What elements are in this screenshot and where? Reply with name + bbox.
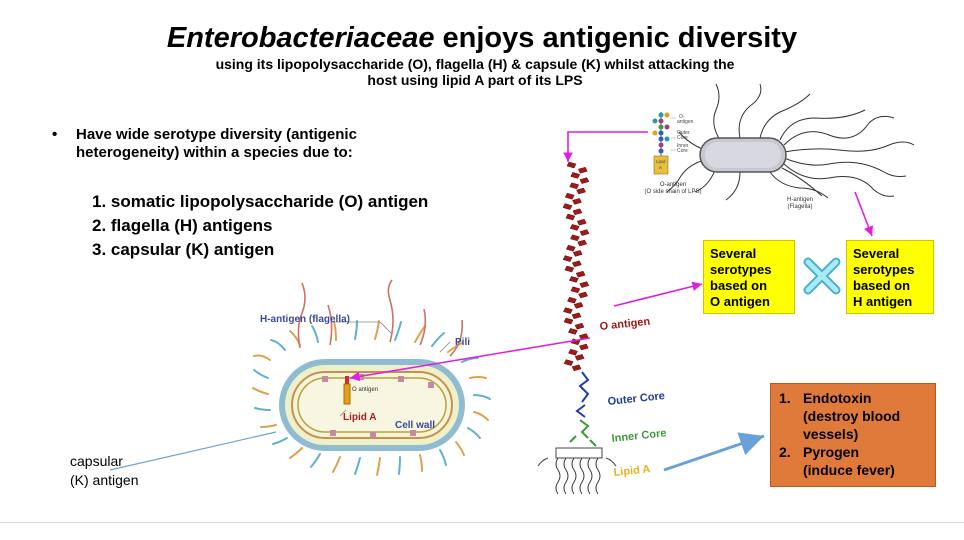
sugar-unit xyxy=(563,307,573,314)
bullet-icon: • xyxy=(52,126,58,143)
svg-text:O-: O- xyxy=(679,114,685,120)
bacterium-illustration xyxy=(252,279,491,476)
sugar-unit xyxy=(563,359,574,366)
lipid-a-label: Lipid A xyxy=(343,412,377,423)
sugar-unit xyxy=(562,255,573,262)
sugar-unit xyxy=(565,213,576,221)
sugar-unit xyxy=(564,192,575,200)
sugar-unit xyxy=(571,260,582,268)
sugar-unit xyxy=(578,343,589,351)
magenta-arrow-flagella xyxy=(854,191,874,237)
sugar-unit xyxy=(570,286,581,294)
inset-o-antigen-caption: O-antigen xyxy=(660,182,686,188)
sugar-unit xyxy=(567,296,577,304)
pili-label: Pili xyxy=(455,337,470,348)
capsular-antigen-label: capsular (K) antigen xyxy=(70,453,139,488)
sugar-unit xyxy=(570,172,581,179)
sugar-unit xyxy=(571,312,582,320)
svg-text:Inner: Inner xyxy=(677,143,689,149)
magenta-arrow-to-bacterium xyxy=(349,337,591,382)
sugar-unit xyxy=(564,265,575,273)
svg-text:(Flagella): (Flagella) xyxy=(787,204,812,210)
inset-h-antigen-caption: H-antigen xyxy=(787,197,813,203)
page-title: Enterobacteriaceae enjoys antigenic dive… xyxy=(166,22,798,54)
sugar-unit xyxy=(574,354,585,361)
svg-text:antigen: antigen xyxy=(677,119,694,125)
sugar-unit xyxy=(575,270,586,278)
sugar-unit xyxy=(576,218,587,226)
sugar-unit xyxy=(572,198,582,205)
h-antigen-label: H-antigen (flagella) xyxy=(260,314,350,325)
sugar-unit xyxy=(579,177,590,184)
svg-text:Lipid: Lipid xyxy=(656,159,666,164)
sugar-unit xyxy=(570,234,580,242)
outer-core-label: Outer Core xyxy=(607,390,665,408)
sugar-unit xyxy=(565,244,576,252)
sugar-unit xyxy=(562,203,573,210)
svg-text:A: A xyxy=(659,165,662,170)
sugar-unit xyxy=(577,166,588,174)
sugar-unit xyxy=(572,250,583,257)
sugar-unit xyxy=(566,161,577,169)
lps-chain xyxy=(537,161,617,495)
sugar-unit xyxy=(569,182,580,190)
lps-o-antigen-label: O antigen xyxy=(599,316,651,333)
cell-wall-label: Cell wall xyxy=(395,420,435,431)
sugar-unit xyxy=(578,291,588,299)
inner-core-label: Inner Core xyxy=(611,427,667,445)
blue-arrow-lipid-a xyxy=(663,432,765,472)
o-antigen-small-label: O antigen xyxy=(352,387,378,393)
svg-text:(O side chain of LPS): (O side chain of LPS) xyxy=(644,189,701,195)
cross-icon xyxy=(803,257,841,295)
sugar-unit xyxy=(572,208,583,216)
list-item: 3. capsular (K) antigen xyxy=(92,240,275,259)
list-item: 2. flagella (H) antigens xyxy=(92,216,273,235)
sugar-unit xyxy=(569,276,579,283)
subtitle: using its lipopolysaccharide (O), flagel… xyxy=(215,56,735,88)
magenta-arrow-o-antigen xyxy=(613,281,703,307)
divider xyxy=(0,522,964,523)
sugar-unit xyxy=(576,187,586,195)
sugar-unit xyxy=(577,239,588,247)
list-item: 1. somatic lipopolysaccharide (O) antige… xyxy=(92,192,429,211)
sugar-unit xyxy=(569,224,580,231)
lps-lipid-a-label: Lipid A xyxy=(613,463,651,479)
sugar-unit xyxy=(568,328,578,335)
sugar-unit xyxy=(573,302,584,309)
sugar-unit xyxy=(568,348,578,356)
sugar-unit xyxy=(563,317,574,325)
svg-text:Core: Core xyxy=(677,148,688,154)
sugar-unit xyxy=(579,229,590,236)
svg-text:Core: Core xyxy=(677,135,688,141)
svg-text:Outer: Outer xyxy=(677,130,690,136)
magenta-arrow-inset-to-chain xyxy=(563,131,648,162)
sugar-unit xyxy=(579,281,590,288)
sugar-unit xyxy=(571,364,582,372)
inset-illustration xyxy=(652,83,915,201)
sugar-unit xyxy=(574,322,585,330)
